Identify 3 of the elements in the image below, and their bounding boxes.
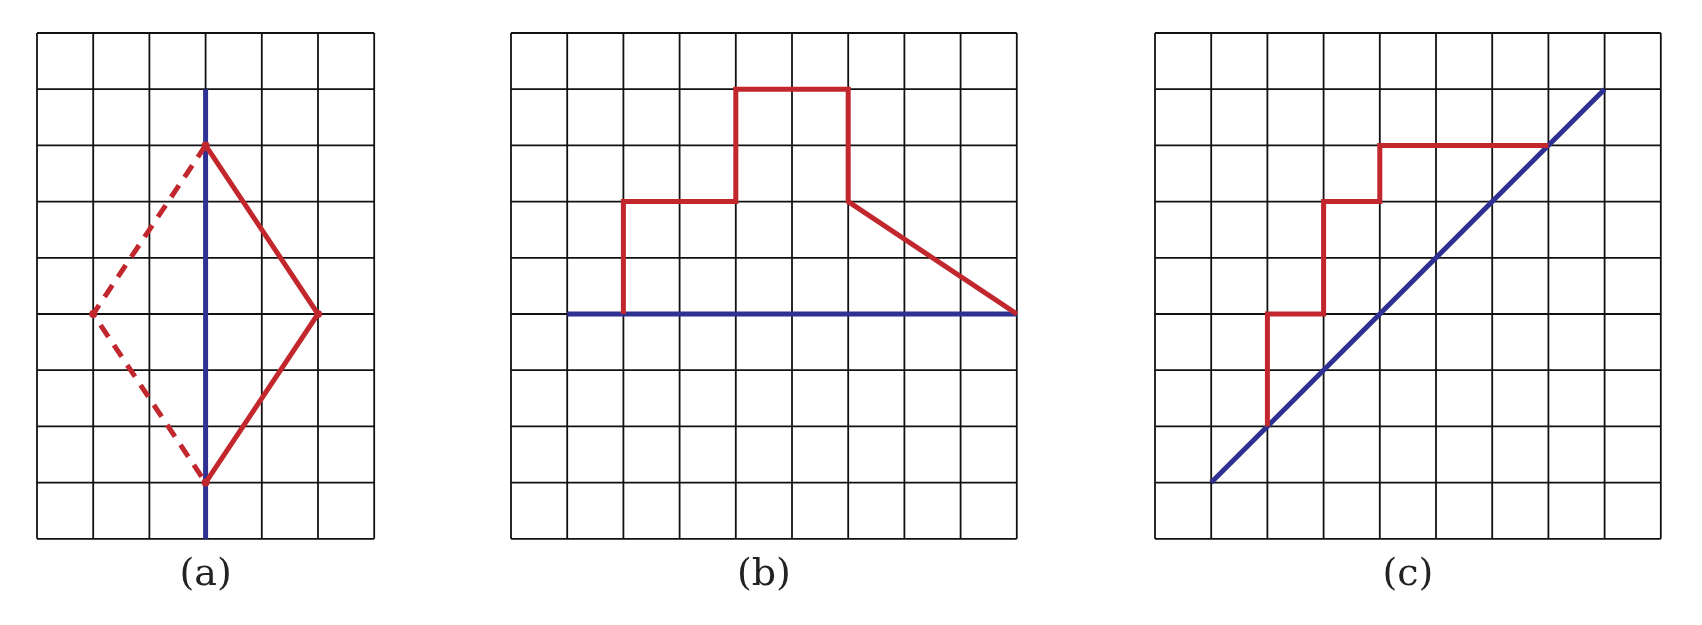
panel-caption: (b) [736, 550, 791, 594]
panel-caption: (c) [1382, 550, 1434, 594]
panel-caption: (a) [179, 550, 232, 594]
